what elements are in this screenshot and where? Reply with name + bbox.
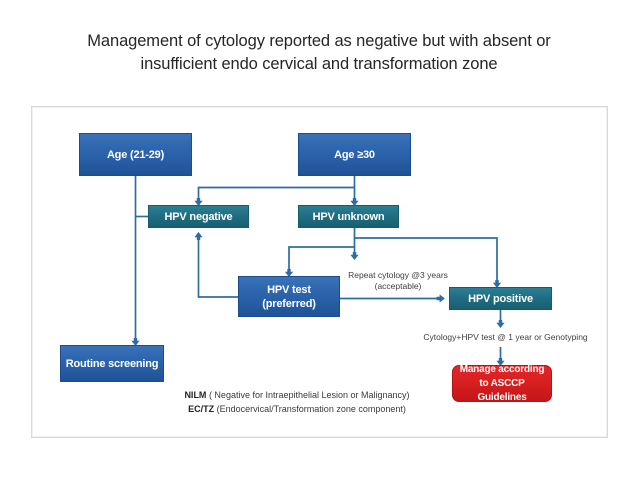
page-title: Management of cytology reported as negat…	[48, 30, 590, 76]
legend: NILM ( Negative for Intraepithelial Lesi…	[152, 388, 442, 416]
edge-label-repeat-cytology: Repeat cytology @3 years (acceptable)	[338, 270, 458, 292]
node-age-21-29-label: Age (21-29)	[106, 148, 165, 161]
node-hpv-test-label-line-2: (preferred)	[262, 297, 316, 310]
edge-hpvunknown-to-hpvtest	[284, 246, 355, 278]
node-hpv-negative-label: HPV negative	[164, 210, 233, 223]
edge-hpvunknown-to-hpvpositive	[354, 237, 502, 289]
edge-label-repeat-cytology-line-2: (acceptable)	[374, 281, 422, 291]
flowchart-frame: Age (21-29) Age ≥30 HPV negative HPV unk…	[31, 106, 608, 438]
node-age-30-plus-label: Age ≥30	[334, 148, 375, 161]
page-title-line-2: insufficient endo cervical and transform…	[140, 55, 498, 73]
flowchart-canvas: Age (21-29) Age ≥30 HPV negative HPV unk…	[32, 107, 607, 437]
node-hpv-unknown-label: HPV unknown	[312, 210, 385, 223]
legend-text-ectz: (Endocervical/Transformation zone compon…	[214, 404, 406, 414]
edge-label-cytology-hpv-one-year: Cytology+HPV test @ 1 year or Genotyping	[423, 332, 588, 342]
node-hpv-negative[interactable]: HPV negative	[148, 205, 249, 228]
edge-label-repeat-cytology-line-1: Repeat cytology @3 years	[348, 270, 448, 280]
node-manage-asccp-label-line-1: Manage according	[459, 363, 545, 375]
edge-hpvtest-to-hpvneg	[194, 232, 238, 298]
node-age-21-29[interactable]: Age (21-29)	[79, 133, 192, 176]
node-hpv-positive[interactable]: HPV positive	[449, 287, 552, 310]
node-age-30-plus[interactable]: Age ≥30	[298, 133, 411, 176]
legend-text-nilm: ( Negative for Intraepithelial Lesion or…	[206, 390, 410, 400]
node-routine-screening-label: Routine screening	[65, 357, 159, 370]
node-hpv-unknown[interactable]: HPV unknown	[298, 205, 399, 228]
node-manage-asccp-label: Manage according to ASCCP Guidelines	[453, 363, 551, 405]
node-manage-asccp-label-line-2: to ASCCP Guidelines	[477, 377, 527, 403]
node-hpv-test-preferred[interactable]: HPV test (preferred)	[238, 276, 340, 317]
legend-row-ectz: EC/TZ (Endocervical/Transformation zone …	[152, 402, 442, 416]
legend-row-nilm: NILM ( Negative for Intraepithelial Lesi…	[152, 388, 442, 402]
node-manage-asccp-guidelines[interactable]: Manage according to ASCCP Guidelines	[452, 363, 552, 405]
node-hpv-positive-label: HPV positive	[468, 292, 533, 305]
page-title-line-1: Management of cytology reported as negat…	[87, 32, 551, 50]
flowchart-connectors	[131, 176, 505, 367]
edge-age30-to-hpvneg	[194, 186, 355, 207]
legend-term-ectz: EC/TZ	[188, 404, 215, 414]
node-hpv-test-label-line-1: HPV test	[267, 283, 311, 296]
node-routine-screening[interactable]: Routine screening	[60, 345, 164, 382]
legend-term-nilm: NILM	[184, 390, 207, 400]
node-hpv-test-label: HPV test (preferred)	[258, 283, 319, 311]
